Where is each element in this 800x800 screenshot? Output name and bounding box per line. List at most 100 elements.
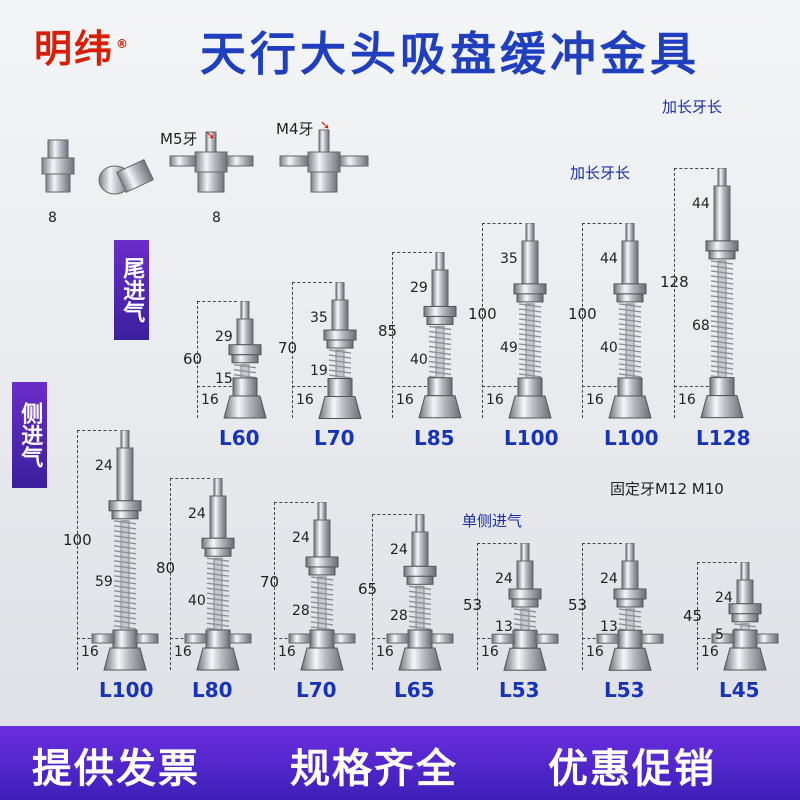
tail_row-fitting-3-icon: [508, 223, 552, 419]
tail_row-fitting-4-icon: [608, 223, 652, 419]
side_row-guide-top-6: [697, 562, 737, 563]
tail_row-guide-top-4: [582, 223, 622, 224]
thread-m4-arrow-icon: ➘: [320, 118, 331, 132]
side_row-guide-6: [697, 562, 698, 670]
side_row-top-2: 24: [292, 530, 310, 546]
side_row-guide-top-2: [274, 502, 314, 503]
tail_row-bottom-1: 16: [296, 392, 314, 408]
tail_row-total-0: 60: [183, 350, 203, 369]
side_row-total-4: 53: [463, 596, 483, 615]
dim-right-part: 8: [212, 210, 221, 226]
tail_row-guide-4: [582, 223, 583, 418]
tail_row-top-1: 35: [310, 309, 328, 326]
tail_row-label-5: L128: [696, 426, 751, 450]
side_row-guide-top-3: [372, 514, 412, 515]
tail_row-guide-bottom-1: [292, 386, 332, 387]
side_row-top-0: 24: [95, 458, 113, 474]
extended-thread-note-l100: 加长牙长: [570, 164, 631, 182]
thread-m5-label: M5牙: [160, 130, 198, 148]
side_row-spring-1: 40: [188, 593, 206, 610]
tee-connector-m5-icon: [169, 131, 254, 193]
brand-logo: 明纬®: [34, 18, 130, 73]
side_row-guide-1: [170, 478, 171, 670]
tail_row-top-5: 44: [692, 196, 710, 213]
tail_row-guide-top-5: [674, 168, 714, 170]
side_row-guide-0: [77, 430, 78, 670]
side_row-label-0: L100: [99, 678, 154, 702]
tail_row-guide-bottom-2: [392, 386, 432, 387]
tail-inlet-tag: 尾进气: [114, 240, 150, 340]
tail_row-guide-1: [292, 281, 293, 418]
side_row-total-3: 65: [358, 579, 378, 598]
side_row-fitting-2-icon: [288, 502, 356, 671]
tail_row-guide-bottom-4: [582, 386, 622, 387]
tail_row-fitting-2-icon: [418, 252, 462, 419]
side_row-top-6: 24: [715, 590, 733, 606]
tail_row-guide-0: [197, 301, 198, 418]
tail_row-guide-bottom-3: [482, 386, 522, 387]
tail_row-guide-5: [674, 168, 675, 418]
registered-mark: ®: [116, 37, 131, 52]
tail_row-bottom-4: 16: [586, 392, 604, 408]
single-side-inlet-note: 单侧进气: [462, 512, 523, 530]
side_row-bottom-1: 16: [174, 644, 192, 660]
side_row-guide-top-4: [477, 542, 517, 544]
tail_row-bottom-5: 16: [678, 392, 696, 408]
tail_row-spring-4: 40: [600, 340, 618, 356]
side_row-label-2: L70: [296, 678, 337, 702]
side_row-bottom-6: 16: [701, 644, 719, 660]
connector-parts-illustration: [41, 129, 369, 195]
tail_row-top-4: 44: [600, 251, 618, 267]
tail_row-guide-top-1: [292, 281, 332, 283]
side_row-label-6: L45: [719, 678, 760, 702]
side_row-label-4: L53: [499, 678, 540, 702]
side_row-bottom-5: 16: [586, 644, 604, 660]
promo-footer: 提供发票 规格齐全 优惠促销: [0, 726, 800, 800]
side_row-label-3: L65: [394, 678, 435, 702]
tail_row-guide-top-2: [392, 252, 432, 254]
side_row-guide-3: [372, 514, 373, 670]
tail_row-fitting-1-icon: [318, 281, 362, 419]
tail_row-spring-2: 40: [410, 351, 428, 368]
tail_row-bottom-2: 16: [396, 392, 414, 408]
side_row-spring-6: 5: [715, 626, 724, 643]
tail_row-label-4: L100: [604, 426, 659, 450]
tail_row-spring-0: 15: [215, 371, 233, 388]
side_row-spring-3: 28: [390, 607, 408, 624]
thread-m5-arrow-icon: ➘: [205, 128, 216, 142]
tail_row-label-3: L100: [504, 426, 559, 450]
fixed-thread-note: 固定牙M12 M10: [610, 480, 724, 498]
tail_row-guide-2: [392, 252, 393, 418]
tail_row-guide-bottom-5: [674, 386, 714, 387]
side_row-fitting-0-icon: [91, 430, 159, 671]
side_row-guide-top-0: [77, 430, 117, 431]
tail_row-spring-3: 49: [500, 340, 518, 356]
footer-slogan-invoice: 提供发票: [32, 746, 200, 792]
side_row-top-1: 24: [188, 506, 206, 522]
tail_row-bottom-0: 16: [201, 392, 219, 408]
tail_row-label-0: L60: [219, 426, 260, 450]
side_row-guide-top-5: [582, 542, 622, 544]
tail_row-total-1: 70: [278, 338, 298, 357]
tail_row-guide-top-3: [482, 223, 522, 224]
tail_row-guide-3: [482, 223, 483, 418]
side_row-bottom-0: 16: [81, 644, 99, 660]
side_row-bottom-4: 16: [481, 644, 499, 660]
tail_row-top-0: 29: [215, 329, 233, 345]
side_row-fitting-6-icon: [711, 562, 779, 671]
side_row-guide-5: [582, 542, 583, 670]
tail_row-bottom-3: 16: [486, 392, 504, 408]
side_row-total-6: 45: [683, 607, 703, 626]
extended-thread-note-l128: 加长牙长: [662, 98, 723, 116]
tail_row-spring-5: 68: [692, 318, 710, 335]
tail_row-guide-bottom-0: [197, 386, 237, 387]
thread-m4-label: M4牙: [276, 120, 314, 138]
tail_row-top-2: 29: [410, 280, 428, 297]
tail_row-top-3: 35: [500, 251, 518, 267]
side_row-guide-top-1: [170, 478, 210, 479]
tail_row-total-4: 100: [568, 304, 597, 323]
tail_row-guide-top-0: [197, 301, 237, 302]
side_row-guide-2: [274, 502, 275, 670]
tail_row-total-5: 128: [660, 273, 689, 292]
